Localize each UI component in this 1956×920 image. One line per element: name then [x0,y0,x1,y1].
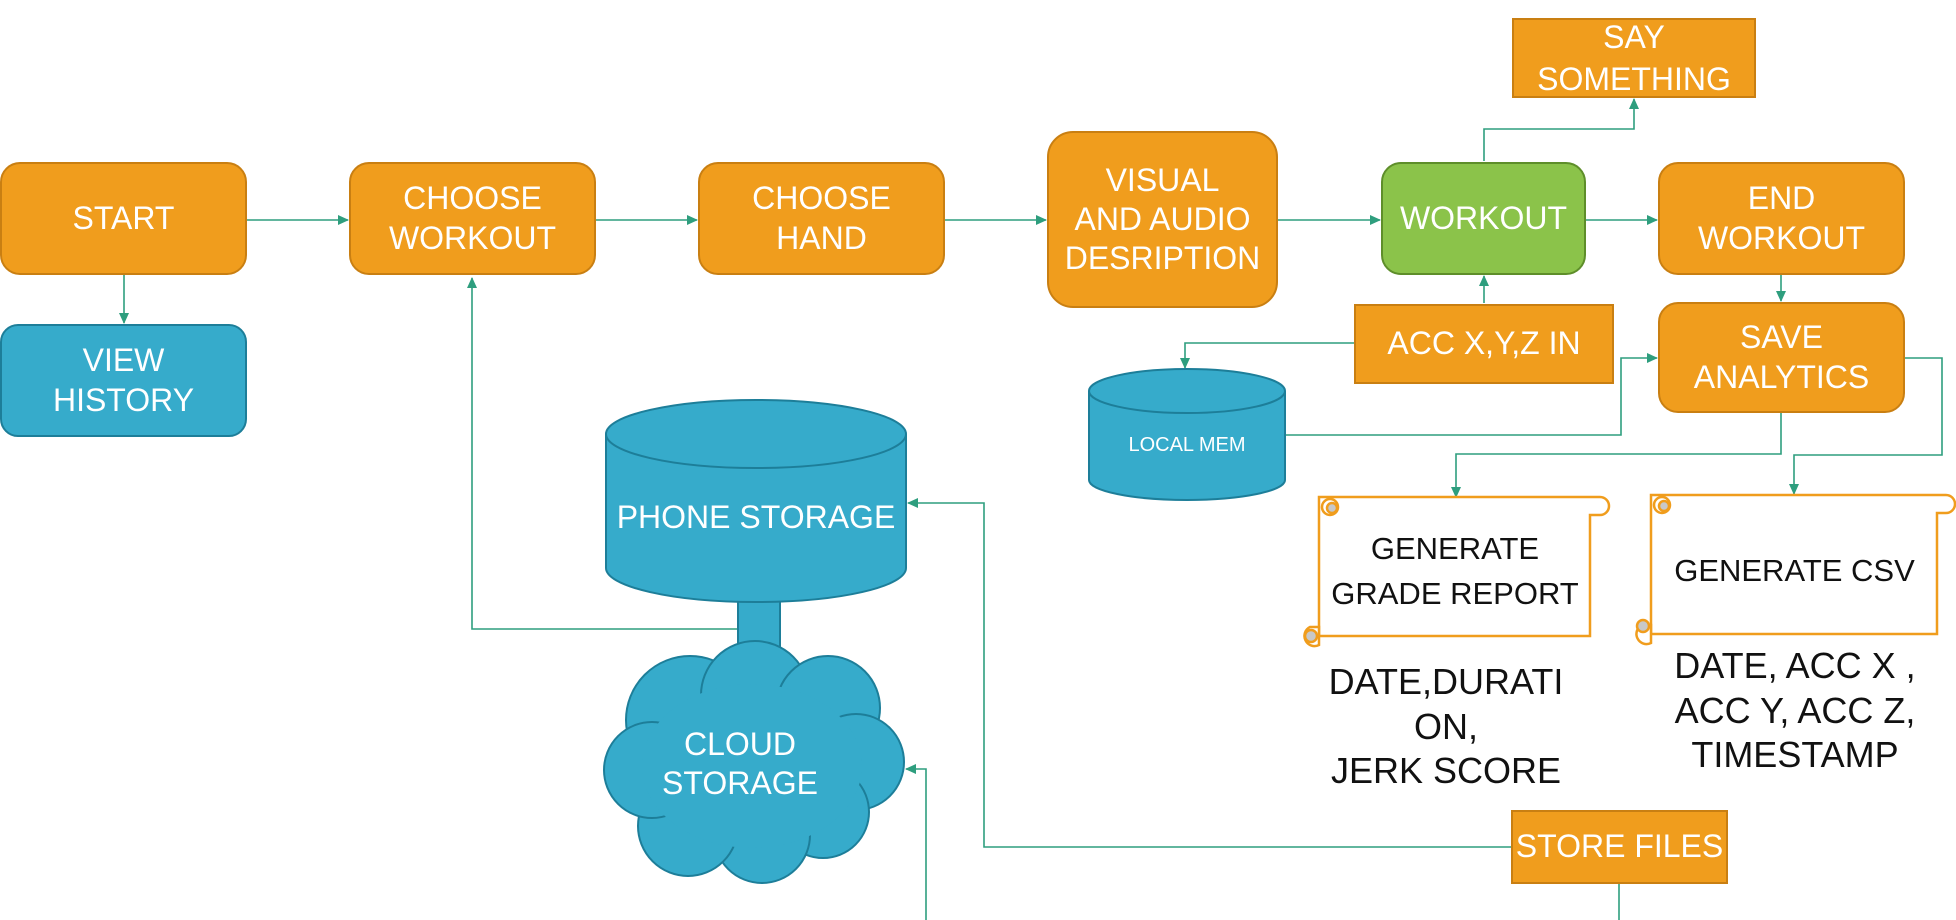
arrow-workout-to-say-something [1483,98,1639,161]
view-history-node[interactable]: VIEW HISTORY [0,324,247,437]
cloud-storage-shape [603,640,905,884]
grade-report-fields-caption: DATE,DURATI ON, JERK SCORE [1328,661,1564,792]
csv-fields-caption: DATE, ACC X , ACC Y, ACC Z, TIMESTAMP [1674,645,1916,776]
arrow-store-files-to-phone-storage [907,498,1511,848]
start-node[interactable]: START [0,162,247,275]
workout-node[interactable]: WORKOUT [1381,162,1586,275]
arrow-save-analytics-to-csv [1789,357,1943,495]
local-mem-label: LOCAL MEM [1128,433,1246,456]
arrow-save-analytics-to-grade-report [1451,413,1782,498]
arrow-local-mem-to-save-analytics [1283,353,1658,436]
end-workout-node[interactable]: END WORKOUT [1658,162,1905,275]
generate-csv-label[interactable]: GENERATE CSV [1674,552,1915,588]
say-something-node[interactable]: SAY SOMETHING [1512,18,1756,98]
phone-storage-label[interactable]: PHONE STORAGE [616,499,896,536]
save-analytics-node[interactable]: SAVE ANALYTICS [1658,302,1905,413]
grade-report-scroll [1303,495,1611,648]
cloud-storage-label[interactable]: CLOUD STORAGE [662,725,818,801]
local-mem-cylinder [1088,368,1286,501]
csv-scroll [1635,493,1956,646]
choose-hand-node[interactable]: CHOOSE HAND [698,162,945,275]
generate-grade-report-label[interactable]: GENERATE GRADE REPORT [1331,531,1579,611]
phone-storage-cylinder [605,399,907,603]
acc-xyz-in-node[interactable]: ACC X,Y,Z IN [1354,304,1614,384]
arrow-acc-in-to-local-mem [1180,342,1354,369]
choose-workout-node[interactable]: CHOOSE WORKOUT [349,162,596,275]
visual-audio-description-node[interactable]: VISUAL AND AUDIO DESRIPTION [1047,131,1278,308]
arrow-phone-storage-to-choose-workout [467,277,738,630]
arrow-to-cloud-storage [905,764,927,920]
store-files-node[interactable]: STORE FILES [1511,810,1728,884]
